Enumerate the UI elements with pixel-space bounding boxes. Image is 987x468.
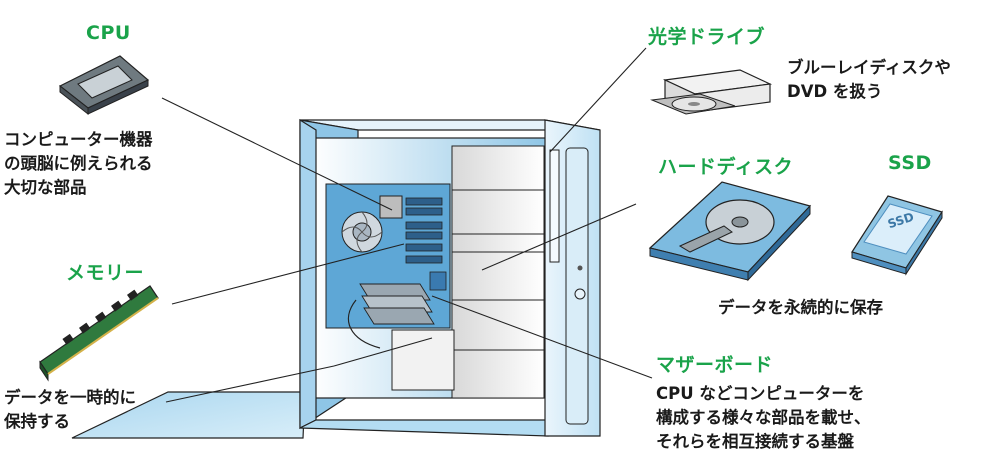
leader-lines — [161, 47, 653, 403]
motherboard-description: CPU などコンピューターを 構成する様々な部品を載せ、 それらを相互接続する基… — [656, 382, 871, 454]
pc-case — [71, 118, 601, 439]
optical-drive-description: ブルーレイディスクや DVD を扱う — [787, 56, 951, 104]
hard-disk-description: データを永続的に保存 — [718, 296, 883, 320]
motherboard-art — [325, 183, 451, 349]
cpu-desc-line-2: の頭脳に例えられる — [4, 154, 153, 173]
optical-desc-line-1: ブルーレイディスクや — [787, 58, 951, 77]
memory-desc-line-2: 保持する — [4, 412, 70, 431]
optical-drive-illustration — [650, 69, 773, 115]
memory-description: データを一時的に 保持する — [4, 386, 136, 434]
memory-desc-line-1: データを一時的に — [4, 388, 136, 407]
motherboard-desc-line-1: CPU などコンピューターを — [656, 384, 865, 403]
optical-desc-line-2: DVD を扱う — [787, 82, 883, 101]
ssd-illustration — [851, 195, 943, 276]
hard-disk-illustration — [648, 181, 812, 282]
motherboard-desc-line-3: それらを相互接続する基盤 — [656, 432, 854, 451]
power-supply — [391, 329, 455, 391]
hard-disk-title: ハードディスク — [658, 156, 794, 178]
drive-bays — [451, 145, 545, 399]
motherboard-title: マザーボード — [656, 354, 774, 376]
hard-disk-desc-line-1: データを永続的に保存 — [718, 298, 883, 317]
cpu-chip-illustration — [58, 55, 150, 116]
memory-title: メモリー — [66, 262, 145, 284]
cpu-description: コンピューター機器 の頭脳に例えられる 大切な部品 — [4, 128, 153, 200]
cpu-desc-line-1: コンピューター機器 — [4, 130, 153, 149]
ssd-title: SSD — [888, 152, 932, 174]
cpu-title: CPU — [86, 22, 131, 44]
cpu-desc-line-3: 大切な部品 — [4, 178, 87, 197]
memory-module-illustration — [39, 285, 159, 382]
motherboard-desc-line-2: 構成する様々な部品を載せ、 — [656, 408, 871, 427]
optical-drive-title: 光学ドライブ — [648, 26, 766, 48]
